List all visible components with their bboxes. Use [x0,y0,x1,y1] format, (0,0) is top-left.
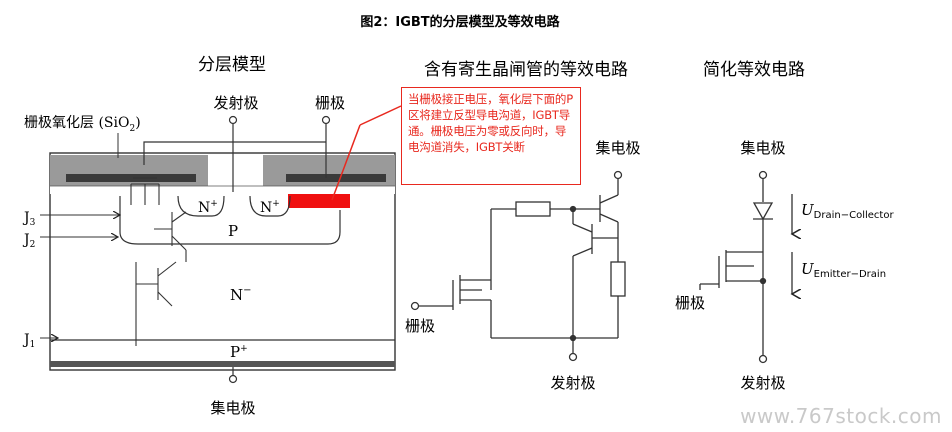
gate-label: 栅极 [315,94,345,112]
oxide-lower-band [50,186,395,194]
collector-label: 集电极 [210,399,255,417]
simplified-emitter-terminal [758,354,768,364]
p-well [119,196,341,245]
channel-highlight [288,194,350,208]
callout-pointer [331,124,361,201]
collector-metal [50,361,395,367]
parasitic-gate-label: 栅极 [405,317,435,335]
junction-j2-label: J2 [22,232,35,250]
parasitic-circuit [410,170,626,362]
resistor-vertical [610,261,626,297]
p-region-label: P [228,222,238,240]
u-emitter-drain-label: UEmitter−Drain [801,260,886,280]
n-plus-left-region [177,195,225,217]
simplified-collector-label: 集电极 [740,139,785,157]
parasitic-gate-terminal [410,301,420,311]
gate-electrode-right [286,174,386,182]
parasitic-collector-label: 集电极 [595,139,640,157]
gate-terminal [321,115,331,125]
resistor-horizontal [515,201,551,217]
parasitic-emitter-terminal [568,352,578,362]
heading-simplified-circuit: 简化等效电路 [703,60,805,80]
gate-wire [143,141,326,165]
emitter-label: 发射极 [213,94,258,112]
n-plus-left-label: N+ [198,199,218,216]
emitter-opening [208,155,263,190]
internal-npn-transistor [154,211,187,262]
callout-annotation: 当栅极接正电压，氧化层下面的P区将建立反型导电沟道，IGBT导通。栅极电压为零或… [401,87,581,185]
simplified-emitter-label: 发射极 [740,374,785,392]
oxide-label: 栅极氧化层 (SiO2) [24,115,141,134]
figure-title: 图2：IGBT的分层模型及等效电路 [360,14,560,30]
p-plus-label: P+ [230,343,248,361]
simplified-collector-terminal [758,170,768,180]
parasitic-collector-terminal [613,170,623,180]
n-minus-label: N− [230,285,252,304]
n-plus-right-region [249,195,291,217]
watermark: www.767stock.com [740,404,942,428]
junction-j1-label: J1 [22,332,35,350]
simplified-gate-label: 栅极 [675,294,705,312]
diode-symbol [752,202,774,221]
internal-pnp-transistor [135,261,177,346]
simplified-circuit [699,170,792,364]
u-drain-collector-label: UDrain−Collector [801,201,894,221]
emitter-terminal [228,115,238,125]
parasitic-emitter-label: 发射极 [550,374,595,392]
embedded-mosfet-symbol [130,177,160,205]
n-plus-right-label: N+ [260,199,280,216]
gate-electrode-left [66,174,196,182]
heading-layered-model: 分层模型 [198,55,266,75]
collector-terminal [228,374,238,384]
heading-parasitic-circuit: 含有寄生晶闸管的等效电路 [424,60,628,80]
device-body [49,152,396,371]
layered-model: N+ N+ P N− P+ 发射极 栅极 集电极 栅极氧化层 (SiO2) [22,94,402,417]
junction-j3-label: J3 [22,210,36,228]
